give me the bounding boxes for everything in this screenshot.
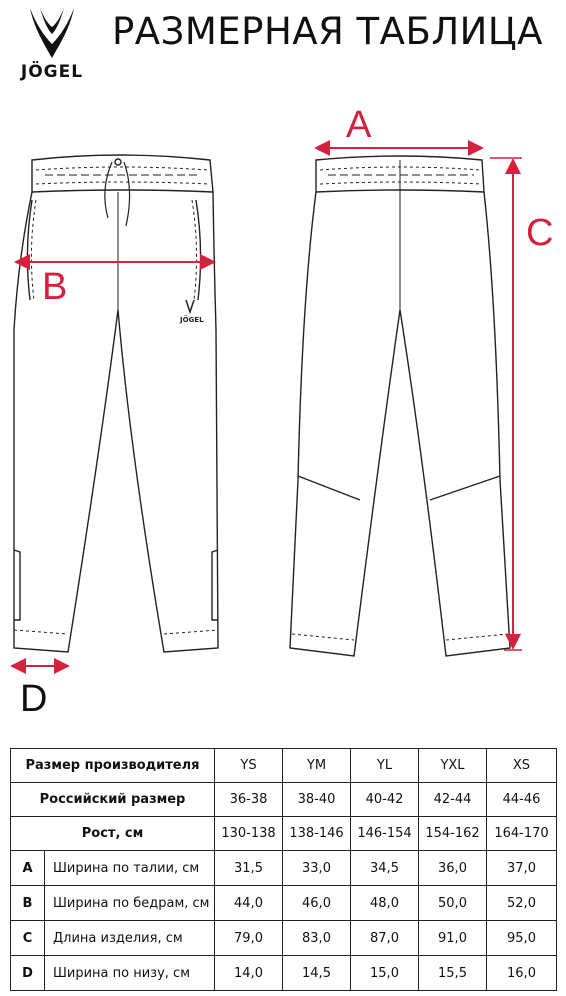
row-label: Ширина по талии, см bbox=[44, 850, 215, 886]
value-cell: 52,0 bbox=[486, 885, 557, 921]
value-cell: 37,0 bbox=[486, 850, 557, 886]
row-label: Ширина по бедрам, см bbox=[44, 885, 215, 921]
value-cell: 44,0 bbox=[214, 885, 283, 921]
brand-name: JÖGEL bbox=[20, 62, 84, 82]
size-cell: YM bbox=[282, 748, 351, 783]
value-cell: 50,0 bbox=[418, 885, 487, 921]
row-label: Ширина по низу, см bbox=[44, 955, 215, 991]
ru-size-cell: 36-38 bbox=[214, 782, 283, 817]
value-cell: 95,0 bbox=[486, 920, 557, 956]
value-cell: 31,5 bbox=[214, 850, 283, 886]
row-label: Длина изделия, см bbox=[44, 920, 215, 956]
height-label: Рост, см bbox=[10, 816, 215, 851]
table-row-measure-a: A Ширина по талии, см 31,5 33,0 34,5 36,… bbox=[10, 850, 557, 886]
value-cell: 48,0 bbox=[350, 885, 419, 921]
brand-logo bbox=[4, 4, 100, 94]
pants-back-view bbox=[289, 155, 511, 657]
ru-size-cell: 44-46 bbox=[486, 782, 557, 817]
table-row-measure-c: C Длина изделия, см 79,0 83,0 87,0 91,0 … bbox=[10, 920, 557, 956]
ru-size-label: Российский размер bbox=[10, 782, 215, 817]
value-cell: 14,0 bbox=[214, 955, 283, 991]
value-cell: 36,0 bbox=[418, 850, 487, 886]
height-cell: 154-162 bbox=[418, 816, 487, 851]
height-cell: 164-170 bbox=[486, 816, 557, 851]
table-row-russian-size: Российский размер 36-38 38-40 40-42 42-4… bbox=[10, 782, 557, 817]
row-letter: A bbox=[10, 850, 45, 886]
height-cell: 146-154 bbox=[350, 816, 419, 851]
table-row-manufacturer-size: Размер производителя YS YM YL YXL XS bbox=[10, 748, 557, 783]
value-cell: 14,5 bbox=[282, 955, 351, 991]
value-cell: 34,5 bbox=[350, 850, 419, 886]
ru-size-cell: 40-42 bbox=[350, 782, 419, 817]
height-cell: 138-146 bbox=[282, 816, 351, 851]
row-letter: D bbox=[10, 955, 45, 991]
height-cell: 130-138 bbox=[214, 816, 283, 851]
ru-size-cell: 42-44 bbox=[418, 782, 487, 817]
table-row-height: Рост, см 130-138 138-146 146-154 154-162… bbox=[10, 816, 557, 851]
size-cell: YS bbox=[214, 748, 283, 783]
pants-technical-drawing: JÖGEL bbox=[10, 140, 522, 674]
row-letter: C bbox=[10, 920, 45, 956]
pants-logo-text: JÖGEL bbox=[179, 315, 204, 324]
value-cell: 15,0 bbox=[350, 955, 419, 991]
size-cell: XS bbox=[486, 748, 557, 783]
value-cell: 79,0 bbox=[214, 920, 283, 956]
measure-label-a: A bbox=[346, 104, 372, 146]
size-cell: YXL bbox=[418, 748, 487, 783]
row-letter: B bbox=[10, 885, 45, 921]
header-label: Размер производителя bbox=[10, 748, 215, 783]
page-title: РАЗМЕРНАЯ ТАБЛИЦА bbox=[112, 10, 543, 53]
table-row-measure-d: D Ширина по низу, см 14,0 14,5 15,0 15,5… bbox=[10, 955, 557, 991]
size-table: Размер производителя YS YM YL YXL XS Рос… bbox=[10, 748, 557, 991]
measure-label-c: C bbox=[526, 212, 554, 254]
pants-front-view bbox=[13, 154, 219, 653]
value-cell: 91,0 bbox=[418, 920, 487, 956]
value-cell: 15,5 bbox=[418, 955, 487, 991]
measure-label-d: D bbox=[20, 678, 48, 720]
value-cell: 16,0 bbox=[486, 955, 557, 991]
value-cell: 83,0 bbox=[282, 920, 351, 956]
jogel-logo-icon bbox=[30, 8, 74, 58]
value-cell: 33,0 bbox=[282, 850, 351, 886]
ru-size-cell: 38-40 bbox=[282, 782, 351, 817]
table-row-measure-b: B Ширина по бедрам, см 44,0 46,0 48,0 50… bbox=[10, 885, 557, 921]
value-cell: 87,0 bbox=[350, 920, 419, 956]
value-cell: 46,0 bbox=[282, 885, 351, 921]
size-cell: YL bbox=[350, 748, 419, 783]
measure-label-b: B bbox=[42, 266, 68, 308]
